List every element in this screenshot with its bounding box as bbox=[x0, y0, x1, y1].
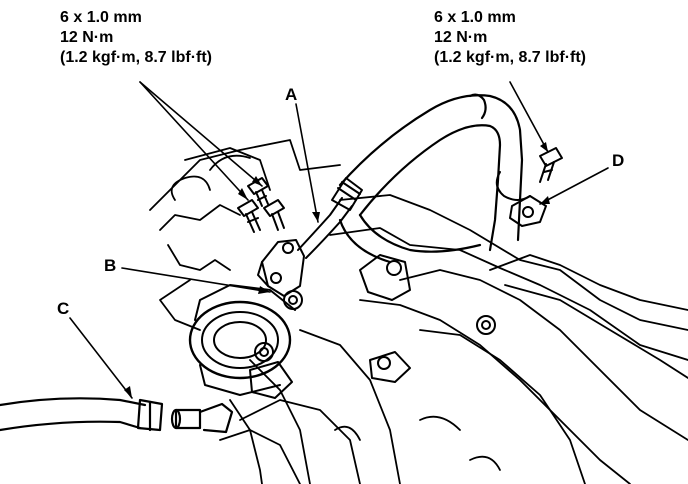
clamp-d bbox=[495, 171, 547, 227]
bolts-left bbox=[237, 177, 285, 233]
callout-label-b: B bbox=[104, 256, 117, 275]
torque-alt-value: (1.2 kgf·m, 8.7 lbf·ft) bbox=[434, 49, 587, 66]
callout-label-a: A bbox=[285, 85, 298, 104]
arrowheads bbox=[124, 142, 550, 398]
torque-value: 12 N·m bbox=[60, 29, 114, 46]
torque-value: 12 N·m bbox=[434, 29, 488, 46]
hose-clamp bbox=[331, 177, 363, 211]
leader-lines bbox=[69, 81, 609, 399]
return-hose bbox=[338, 93, 524, 264]
bolt-right bbox=[539, 147, 563, 183]
lower-structure bbox=[219, 399, 501, 484]
bolt-size-label: 6 x 1.0 mm bbox=[60, 9, 142, 26]
torque-spec-right: 6 x 1.0 mm 12 N·m (1.2 kgf·m, 8.7 lbf·ft… bbox=[434, 8, 586, 68]
torque-spec-left: 6 x 1.0 mm 12 N·m (1.2 kgf·m, 8.7 lbf·ft… bbox=[60, 8, 212, 68]
engine-block-outline bbox=[149, 139, 688, 484]
mounting-bosses bbox=[249, 254, 496, 399]
torque-alt-value: (1.2 kgf·m, 8.7 lbf·ft) bbox=[60, 49, 213, 66]
hose-c bbox=[0, 397, 234, 434]
bracket-b bbox=[257, 239, 305, 297]
pulley bbox=[188, 284, 296, 396]
callout-label-d: D bbox=[612, 151, 625, 170]
bolt-size-label: 6 x 1.0 mm bbox=[434, 9, 516, 26]
callout-label-c: C bbox=[57, 299, 70, 318]
